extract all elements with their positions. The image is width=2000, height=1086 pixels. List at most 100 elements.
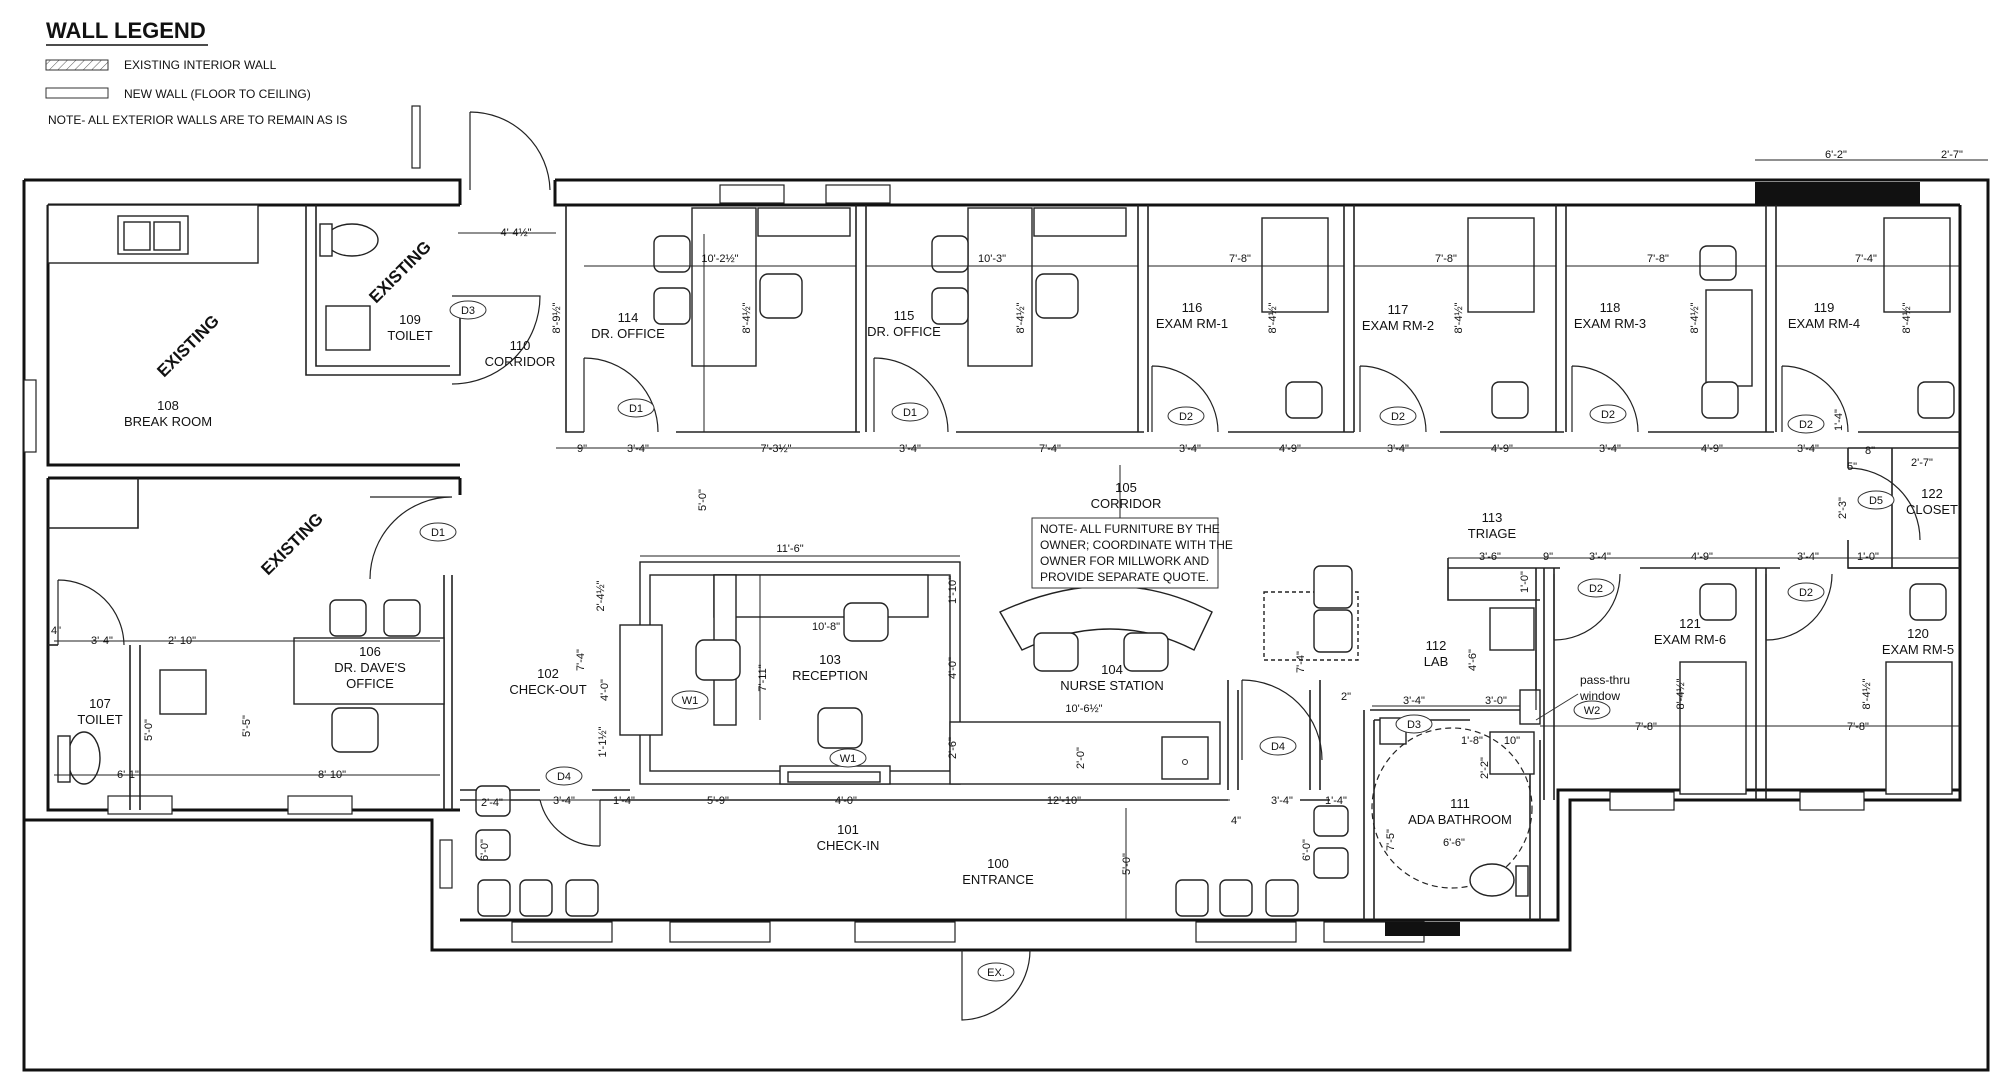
- room-107-name: TOILET: [77, 712, 122, 727]
- exam-furniture-lower: [1371, 583, 1953, 897]
- dim-7-11: 7'-11": [757, 664, 769, 691]
- dim-8-10: 8'-10": [318, 769, 346, 781]
- tag-w1-checkout: W1: [671, 690, 709, 710]
- dim-1-4-closet: 1'-4": [1833, 409, 1845, 431]
- dim-3-4-a: 3'-4": [627, 443, 649, 455]
- legend-title: WALL LEGEND: [46, 18, 206, 43]
- tag-w1-checkin: W1: [829, 748, 867, 768]
- svg-text:D2: D2: [1799, 587, 1813, 599]
- furniture-note-line-4: PROVIDE SEPARATE QUOTE.: [1040, 570, 1209, 584]
- room-106-name: DR. DAVE'S: [334, 660, 406, 675]
- dim-2in: 2": [1341, 691, 1351, 703]
- dim-1-4-b: 1'-4": [1325, 795, 1347, 807]
- dim-3-4-e: 3'-4": [1599, 443, 1621, 455]
- room-114-name: DR. OFFICE: [591, 326, 665, 341]
- room-109-name: TOILET: [387, 328, 432, 343]
- room-117-number: 117: [1388, 302, 1409, 317]
- furniture-note-line-2: OWNER; COORDINATE WITH THE: [1040, 538, 1233, 552]
- room-121-name: EXAM RM-6: [1654, 632, 1726, 647]
- room-110-number: 110: [510, 338, 531, 353]
- legend-note: NOTE- ALL EXTERIOR WALLS ARE TO REMAIN A…: [48, 113, 347, 127]
- dim-5-0-a: 5'-0": [697, 489, 709, 511]
- tag-ex: EX.: [977, 962, 1015, 982]
- room-114-number: 114: [618, 310, 639, 325]
- dim-7-3.5: 7'-3½": [760, 443, 791, 455]
- dim-7-4-d: 7'-4": [1295, 651, 1307, 673]
- dim-5-9: 5'-9": [707, 795, 729, 807]
- room-110-name: CORRIDOR: [485, 354, 556, 369]
- svg-text:D1: D1: [903, 407, 917, 419]
- room-116-number: 116: [1182, 300, 1203, 315]
- dim-10: 10": [1504, 735, 1520, 747]
- dim-3-4-j: 3'-4": [1589, 551, 1611, 563]
- tag-d2-116: D2: [1167, 406, 1205, 426]
- dim-7-4-c: 7'-4": [575, 649, 587, 671]
- svg-text:D2: D2: [1589, 583, 1603, 595]
- dim-8-4.5-118: 8'-4½": [1689, 302, 1701, 333]
- svg-text:EX.: EX.: [987, 967, 1005, 979]
- svg-text:D1: D1: [431, 527, 445, 539]
- dim-2-0: 2'-0": [1075, 747, 1087, 769]
- dim-2-4.5: 2'-4½": [595, 580, 607, 611]
- dim-2-4: 2'-4": [481, 797, 503, 809]
- room-117-name: EXAM RM-2: [1362, 318, 1434, 333]
- dim-8-4.5-121: 8'-4½": [1675, 678, 1687, 709]
- new-wall-swatch: [45, 87, 109, 99]
- tag-d2-119: D2: [1787, 414, 1825, 434]
- room-112-name: LAB: [1424, 654, 1449, 669]
- dim-1-10: 1'-10": [947, 576, 959, 604]
- office-furniture: [653, 207, 1955, 419]
- room-108-name: BREAK ROOM: [124, 414, 212, 429]
- dim-3-6: 3'-6": [1479, 551, 1501, 563]
- room-120-name: EXAM RM-5: [1882, 642, 1954, 657]
- dim-10-6.5: 10'-6½": [1065, 703, 1102, 715]
- svg-text:D2: D2: [1601, 409, 1615, 421]
- dim-7-8-a: 7'-8": [1229, 253, 1251, 265]
- room-109-number: 109: [399, 312, 421, 327]
- room-101-name: CHECK-IN: [817, 838, 880, 853]
- tag-d2-117: D2: [1379, 406, 1417, 426]
- room-121-number: 121: [1679, 616, 1701, 631]
- room-119-name: EXAM RM-4: [1788, 316, 1860, 331]
- dim-3-4-i: 3'-4": [91, 635, 113, 647]
- pass-thru-label-1: pass-thru: [1580, 673, 1630, 687]
- room-labels: 108 BREAK ROOM 109 TOILET 110 CORRIDOR 1…: [77, 300, 1958, 887]
- svg-text:D2: D2: [1391, 411, 1405, 423]
- room-108-number: 108: [157, 398, 179, 413]
- dim-5in: 5": [1847, 461, 1857, 473]
- dimension-lines: [54, 159, 1988, 920]
- dim-3-4-b: 3'-4": [899, 443, 921, 455]
- dim-4-9-a: 4'-9": [1279, 443, 1301, 455]
- room-103-number: 103: [819, 652, 841, 667]
- room-102-number: 102: [537, 666, 559, 681]
- existing-label-toilet: EXISTING: [365, 237, 435, 307]
- tag-d4-lab: D4: [1259, 736, 1297, 756]
- dim-4-0-a: 4'-0": [599, 679, 611, 701]
- dim-1-1.5: 1'-1½": [597, 726, 609, 757]
- dim-6-2: 6'-2": [1825, 149, 1847, 161]
- room-106-number: 106: [359, 644, 381, 659]
- roof-opening: [1755, 182, 1920, 204]
- dim-9-b: 9": [1543, 551, 1553, 563]
- dim-2-10: 2'-10": [168, 635, 196, 647]
- dim-9-a: 9": [577, 443, 587, 455]
- dim-3-4-d: 3'-4": [1387, 443, 1409, 455]
- dim-4-0-c: 4'-0": [835, 795, 857, 807]
- tag-d2-120: D2: [1787, 582, 1825, 602]
- room-112-number: 112: [1426, 638, 1447, 653]
- svg-text:D5: D5: [1869, 495, 1883, 507]
- dim-10-2.5: 10'-2½": [701, 253, 738, 265]
- tag-d2-118: D2: [1589, 404, 1627, 424]
- dim-7-8-e: 7'-8": [1847, 721, 1869, 733]
- svg-text:W1: W1: [682, 695, 699, 707]
- svg-text:W2: W2: [1584, 705, 1601, 717]
- tags: D3 D1 D1 D2 D2 D2 D2 D5 D1 D2 D2 W1 W1 W…: [419, 300, 1895, 982]
- svg-text:D4: D4: [1271, 741, 1285, 753]
- room-102-name: CHECK-OUT: [509, 682, 586, 697]
- dim-3-4-c: 3'-4": [1179, 443, 1201, 455]
- dim-6-0-a: 6'-0": [479, 839, 491, 861]
- room-106-name2: OFFICE: [346, 676, 394, 691]
- dim-5-0-b: 5'-0": [1121, 853, 1133, 875]
- dim-5-5: 5'-5": [241, 715, 253, 737]
